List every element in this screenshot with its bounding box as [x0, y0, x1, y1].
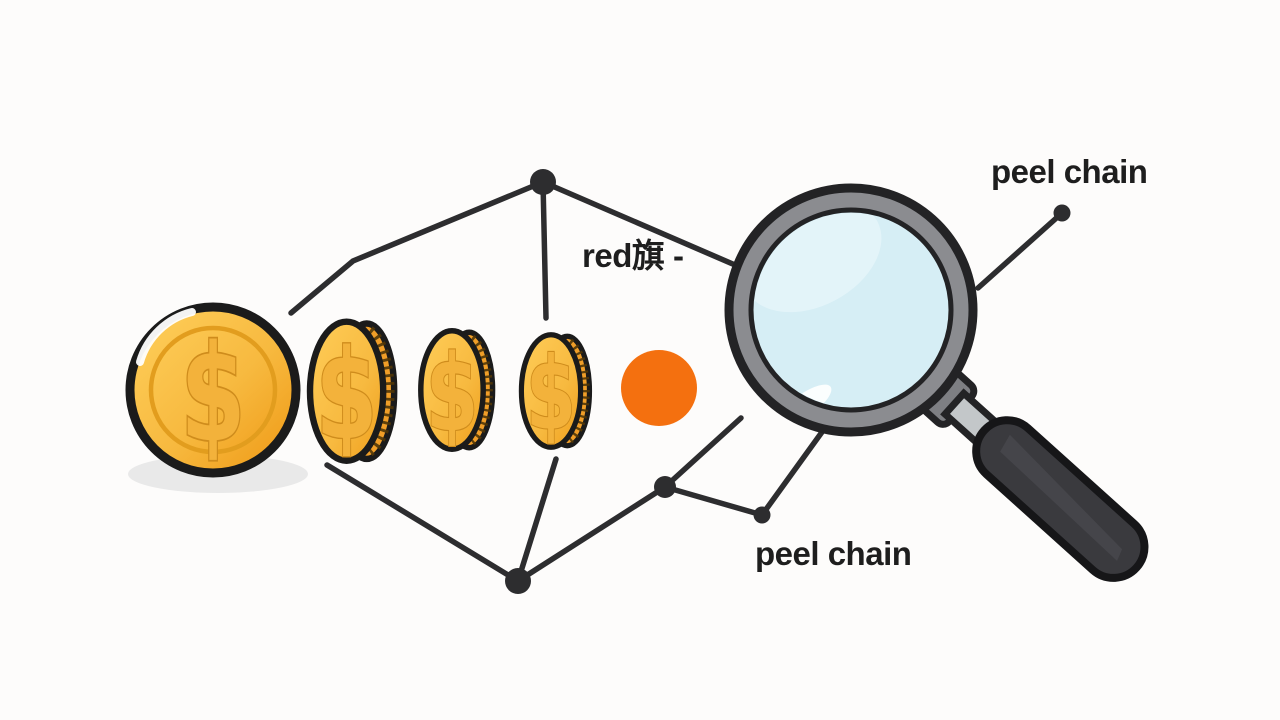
graph-edge	[975, 210, 1065, 291]
label-red-flag: red旗 -	[582, 237, 684, 274]
graph-edge	[324, 462, 521, 584]
magnifying-glass-icon	[724, 183, 1149, 582]
graph-node-mid	[654, 476, 676, 498]
label-peel-chain-bottom: peel chain	[755, 535, 912, 572]
graph-edge	[515, 484, 668, 584]
coin-body	[125, 302, 301, 478]
coin-shine	[136, 308, 196, 366]
transaction-graph-nodes	[505, 169, 1071, 594]
graph-node-bottom	[505, 568, 531, 594]
graph-edge	[662, 415, 744, 490]
label-peel-chain-top: peel chain	[991, 153, 1148, 190]
orange-dot	[621, 350, 697, 426]
graph-edge	[515, 456, 559, 584]
graph-node-top-right	[1053, 204, 1071, 222]
peeled-coin-icon-3	[521, 335, 589, 453]
graph-edge	[759, 429, 825, 518]
graph-edge	[288, 179, 546, 316]
graph-node-top	[530, 169, 556, 195]
peeled-coin-icon-1	[310, 322, 394, 468]
dollar-coin-large-icon: $	[125, 302, 308, 493]
transaction-graph-lines	[288, 179, 1065, 584]
coin-inner-ring	[148, 325, 278, 455]
peeled-coin-icon-2	[421, 331, 493, 455]
dollar-sign-glyph: $	[180, 317, 245, 472]
graph-edge	[540, 179, 549, 321]
graph-edge	[662, 484, 765, 518]
graph-edge	[540, 179, 745, 271]
handle-facet	[1000, 434, 1123, 561]
graph-node-small	[753, 506, 771, 524]
